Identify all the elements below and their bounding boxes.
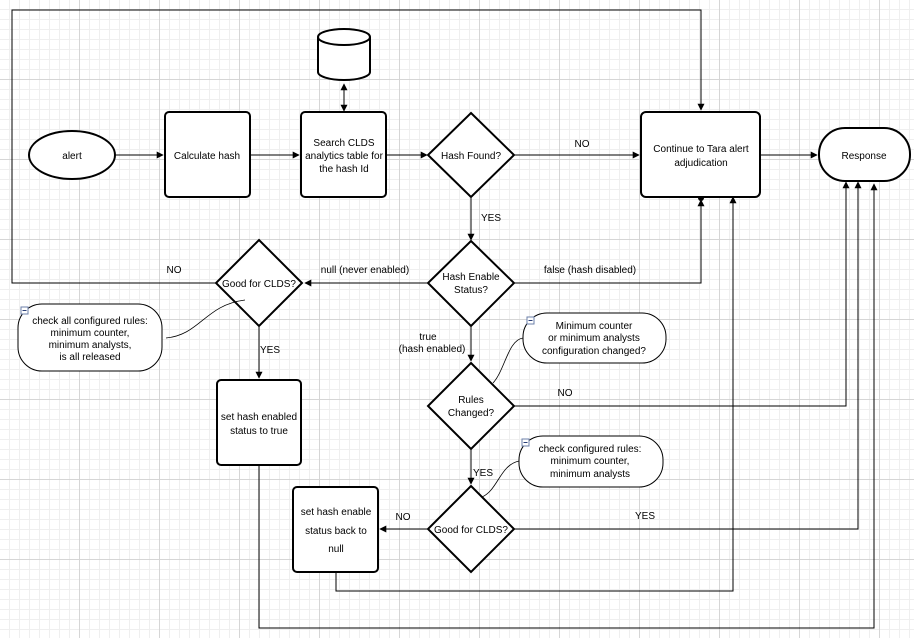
edge-false-disabled — [514, 199, 705, 284]
collapse-icon[interactable] — [521, 438, 530, 447]
note-left-line2: minimum counter, — [51, 328, 130, 339]
note-rules-line2: or minimum analysts — [548, 333, 640, 344]
node-continue-line2: adjudication — [674, 158, 727, 169]
label-true-line1: true — [419, 332, 437, 343]
node-search-line1: Search CLDS — [313, 138, 374, 149]
node-search-line2: analytics table for — [305, 151, 383, 162]
node-search-clds[interactable]: Search CLDS analytics table for the hash… — [300, 111, 387, 198]
edge-left-no-loop — [11, 9, 705, 284]
label-yes-hash-found: YES — [481, 213, 501, 224]
node-continue-line1: Continue to Tara alert — [653, 144, 749, 155]
note-left-connector — [165, 299, 246, 339]
label-null-never: null (never enabled) — [321, 265, 409, 276]
node-search-line3: the hash Id — [319, 164, 368, 175]
database-icon — [317, 28, 371, 81]
label-yes-rules: YES — [473, 468, 493, 479]
node-set-enabled[interactable]: set hash enabled status to true — [216, 379, 302, 466]
note-rules-connector — [492, 337, 524, 384]
edge-rules-no — [514, 181, 850, 407]
note-rules-line1: Minimum counter — [556, 321, 633, 332]
node-hash-found-label: Hash Found? — [441, 151, 501, 162]
node-null-line1: set hash enable — [301, 507, 372, 518]
node-rules-changed[interactable]: Rules Changed? — [426, 361, 516, 451]
note-configured-line2: minimum counter, — [551, 456, 630, 467]
node-hash-enable-status[interactable]: Hash Enable Status? — [426, 239, 516, 328]
label-no-bottom: NO — [396, 512, 411, 523]
node-set-back-null[interactable]: set hash enable status back to null — [292, 486, 379, 573]
note-configured-line1: check configured rules: — [539, 444, 642, 455]
note-configured-line3: minimum analysts — [550, 469, 630, 480]
node-rules-line1: Rules — [458, 395, 484, 406]
label-no-left: NO — [167, 265, 182, 276]
node-hes-line2: Status? — [454, 285, 488, 296]
node-set-enabled-line2: status to true — [230, 426, 288, 437]
label-yes-bottom: YES — [635, 511, 655, 522]
label-no-rules: NO — [558, 388, 573, 399]
node-hes-line1: Hash Enable — [442, 272, 500, 283]
note-left-line3: minimum analysts, — [49, 340, 132, 351]
node-alert-label: alert — [62, 151, 82, 162]
note-left-line1: check all configured rules: — [32, 316, 148, 327]
node-hash-found[interactable]: Hash Found? — [426, 111, 516, 199]
edge-null-to-continue — [335, 196, 737, 592]
node-rules-line2: Changed? — [448, 408, 495, 419]
node-good-for-clds-bottom[interactable]: Good for CLDS? — [426, 484, 516, 574]
note-configured[interactable]: check configured rules: minimum counter,… — [481, 435, 664, 498]
collapse-icon[interactable] — [526, 316, 535, 325]
node-alert[interactable]: alert — [28, 130, 116, 180]
label-true-line2: (hash enabled) — [399, 344, 466, 355]
node-null-line2: status back to — [305, 526, 367, 537]
node-set-enabled-line1: set hash enabled — [221, 412, 297, 423]
connectors — [11, 9, 878, 629]
node-response-label: Response — [841, 151, 886, 162]
edge-enabled-to-response — [258, 183, 878, 629]
edge-bottom-yes — [514, 181, 862, 530]
node-response[interactable]: Response — [818, 127, 911, 182]
node-calc-label: Calculate hash — [174, 151, 240, 162]
label-yes-left: YES — [260, 345, 280, 356]
node-continue-tara[interactable]: Continue to Tara alert adjudication — [640, 111, 761, 198]
note-rules[interactable]: Minimum counter or minimum analysts conf… — [492, 312, 667, 384]
note-configured-connector — [481, 460, 520, 498]
node-good-for-clds-left[interactable]: Good for CLDS? — [214, 238, 304, 328]
collapse-icon[interactable] — [20, 306, 29, 315]
edge-labels: NO YES NO null (never enabled) false (ha… — [167, 139, 656, 523]
label-false-disabled: false (hash disabled) — [544, 265, 636, 276]
note-rules-line3: configuration changed? — [542, 346, 646, 357]
node-gfc-bottom-label: Good for CLDS? — [434, 525, 508, 536]
note-left[interactable]: check all configured rules: minimum coun… — [17, 299, 246, 372]
node-null-line3: null — [328, 544, 344, 555]
node-calculate-hash[interactable]: Calculate hash — [164, 111, 251, 198]
node-gfc-left-label: Good for CLDS? — [222, 279, 296, 290]
note-left-line4: is all released — [59, 352, 120, 363]
label-no-top: NO — [575, 139, 590, 150]
